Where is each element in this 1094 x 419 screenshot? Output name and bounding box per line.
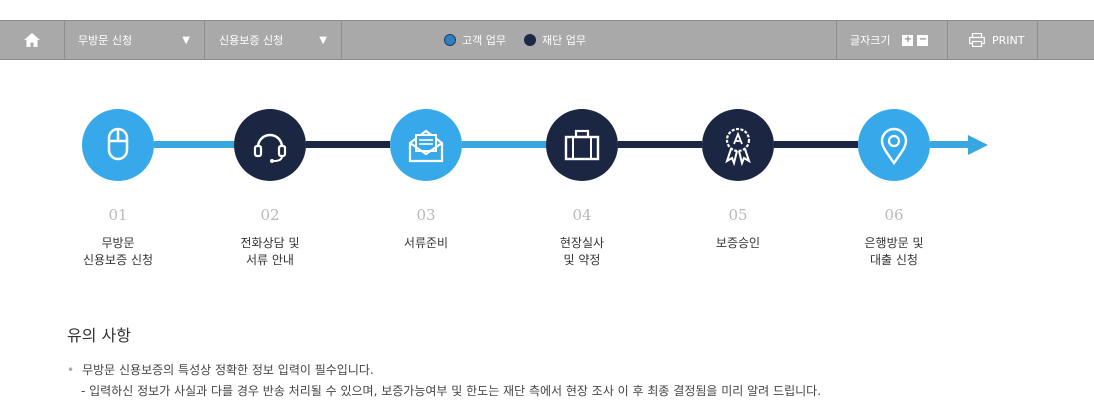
legend-foundation-label: 재단 업무 bbox=[541, 34, 586, 47]
notice-item-detail: - 입력하신 정보가 사실과 다를 경우 반송 처리될 수 있으며, 보증가능여… bbox=[81, 384, 822, 398]
step-2-label: 전화상담 및 서류 안내 bbox=[240, 236, 300, 267]
divider bbox=[1037, 21, 1038, 59]
chevron-down-icon: ▼ bbox=[182, 34, 190, 46]
chevron-down-icon: ▼ bbox=[319, 34, 327, 46]
divider bbox=[341, 21, 342, 59]
step-1-label: 무방문 신용보증 신청 bbox=[82, 236, 154, 267]
mouse-icon bbox=[107, 127, 129, 161]
step-4-number: 04 bbox=[572, 206, 592, 224]
bullet-icon: • bbox=[67, 363, 75, 377]
timeline-segment bbox=[774, 141, 858, 148]
font-increase-button[interactable]: + bbox=[902, 34, 914, 46]
headset-icon bbox=[253, 133, 287, 163]
menu-dropdown-label: 무방문 신청 bbox=[78, 34, 133, 47]
step-1-circle bbox=[82, 109, 154, 181]
arrow-head-icon bbox=[968, 135, 988, 155]
timeline-segment bbox=[930, 141, 970, 148]
font-size-control: 글자크기 + − bbox=[836, 21, 946, 59]
location-pin-icon bbox=[880, 127, 908, 166]
divider bbox=[64, 21, 65, 59]
award-icon bbox=[725, 127, 751, 167]
legend-foundation-dot bbox=[523, 34, 536, 46]
timeline-segment bbox=[462, 141, 546, 148]
divider bbox=[947, 21, 948, 59]
printer-icon bbox=[969, 33, 985, 47]
step-3-number: 03 bbox=[416, 206, 436, 224]
legend-customer-dot bbox=[444, 34, 456, 46]
legend-customer-label: 고객 업무 bbox=[462, 34, 506, 47]
font-size-label: 글자크기 bbox=[850, 34, 891, 47]
notice-title: 유의 사항 bbox=[67, 326, 131, 345]
step-5-number: 05 bbox=[728, 206, 748, 224]
step-3-label: 서류준비 bbox=[403, 236, 449, 250]
notice-item: • 무방문 신용보증의 특성상 정확한 정보 입력이 필수입니다. bbox=[67, 362, 987, 379]
font-decrease-button[interactable]: − bbox=[917, 34, 929, 46]
step-4-label: 현장실사 및 약정 bbox=[559, 236, 605, 267]
process-steps: 01 무방문 신용보증 신청 02 전화상담 및 서류 안내 03 서류준비 bbox=[0, 100, 1094, 280]
step-5-label: 보증승인 bbox=[715, 236, 761, 250]
top-toolbar: 무방문 신청 ▼ 신용보증 신청 ▼ 고객 업무 재단 업무 글자크기 + − … bbox=[0, 20, 1094, 60]
notice-item-text: 무방문 신용보증의 특성상 정확한 정보 입력이 필수입니다. bbox=[82, 363, 374, 377]
menu-dropdown-credit-guarantee[interactable]: 신용보증 신청 ▼ bbox=[205, 21, 341, 59]
step-2-number: 02 bbox=[260, 206, 280, 224]
step-4-circle bbox=[546, 109, 618, 181]
step-5-circle bbox=[702, 109, 774, 181]
home-button[interactable] bbox=[0, 21, 64, 59]
divider bbox=[204, 21, 205, 59]
timeline-segment bbox=[618, 141, 702, 148]
step-6-circle bbox=[858, 109, 930, 181]
timeline-segment bbox=[306, 141, 390, 148]
step-1-number: 01 bbox=[108, 206, 128, 224]
divider bbox=[836, 21, 837, 59]
step-6-label: 은행방문 및 대출 신청 bbox=[864, 236, 924, 267]
notice-list: • 무방문 신용보증의 특성상 정확한 정보 입력이 필수입니다. - 입력하신… bbox=[67, 362, 987, 399]
menu-dropdown-visitless[interactable]: 무방문 신청 ▼ bbox=[64, 21, 204, 59]
print-label: PRINT bbox=[992, 33, 1025, 47]
mail-icon bbox=[408, 129, 444, 163]
step-2-circle bbox=[234, 109, 306, 181]
legend: 고객 업무 재단 업무 bbox=[444, 21, 586, 59]
print-button[interactable]: PRINT bbox=[947, 21, 1037, 59]
step-3-circle bbox=[390, 109, 462, 181]
menu-dropdown-label: 신용보증 신청 bbox=[219, 34, 284, 47]
briefcase-icon bbox=[564, 129, 600, 161]
step-6-number: 06 bbox=[884, 206, 904, 224]
home-icon bbox=[24, 33, 40, 47]
timeline-segment bbox=[154, 141, 234, 148]
